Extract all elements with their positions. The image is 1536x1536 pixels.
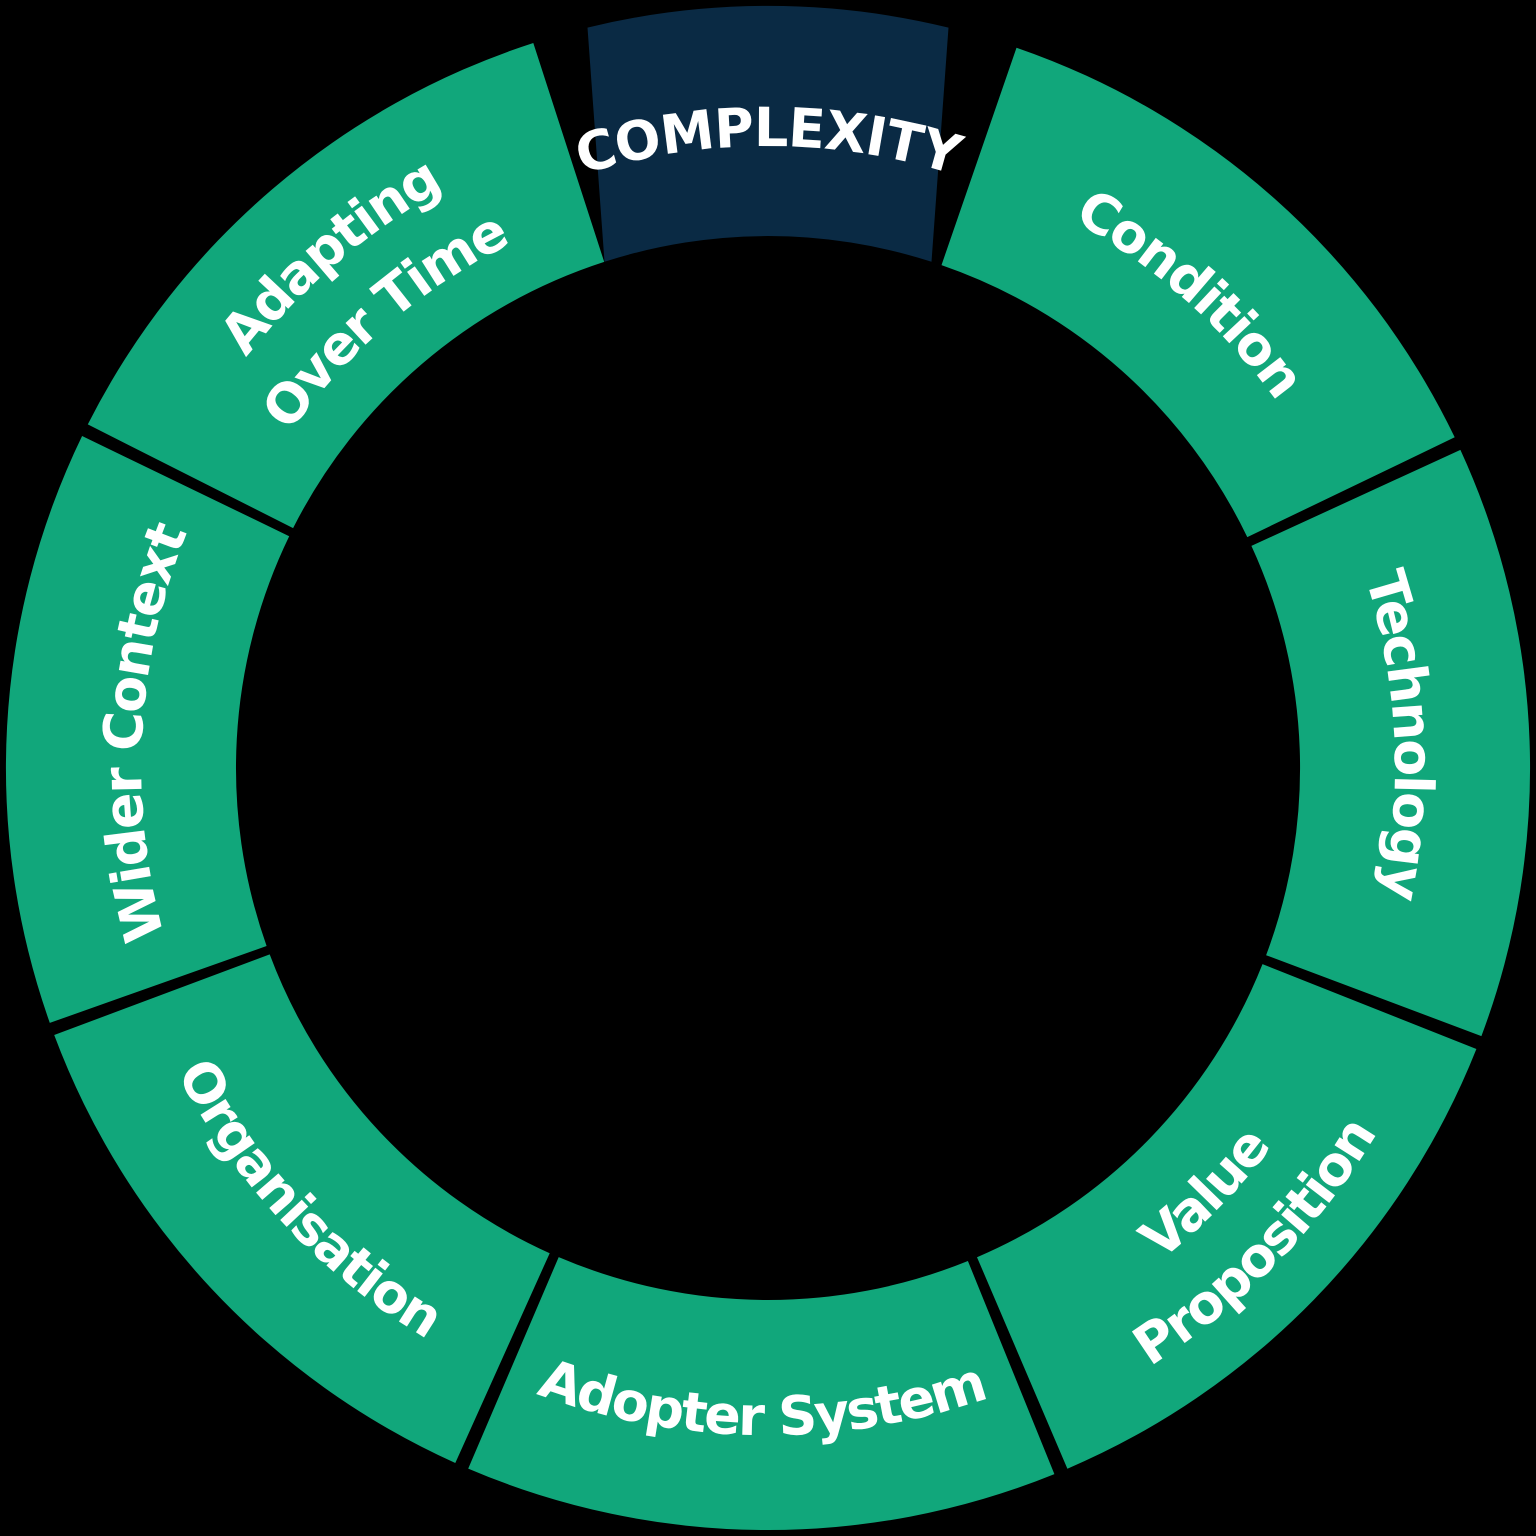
segment-complexity bbox=[587, 5, 949, 262]
segment-value-proposition bbox=[977, 964, 1477, 1469]
segment-adopter-system bbox=[468, 1257, 1055, 1531]
ring-segments bbox=[5, 5, 1531, 1531]
segment-technology bbox=[1251, 449, 1531, 1037]
segment-organisation bbox=[54, 954, 550, 1463]
segment-adapting-over-time bbox=[87, 43, 605, 529]
segment-wider-context bbox=[5, 436, 290, 1023]
segment-condition bbox=[941, 47, 1455, 538]
